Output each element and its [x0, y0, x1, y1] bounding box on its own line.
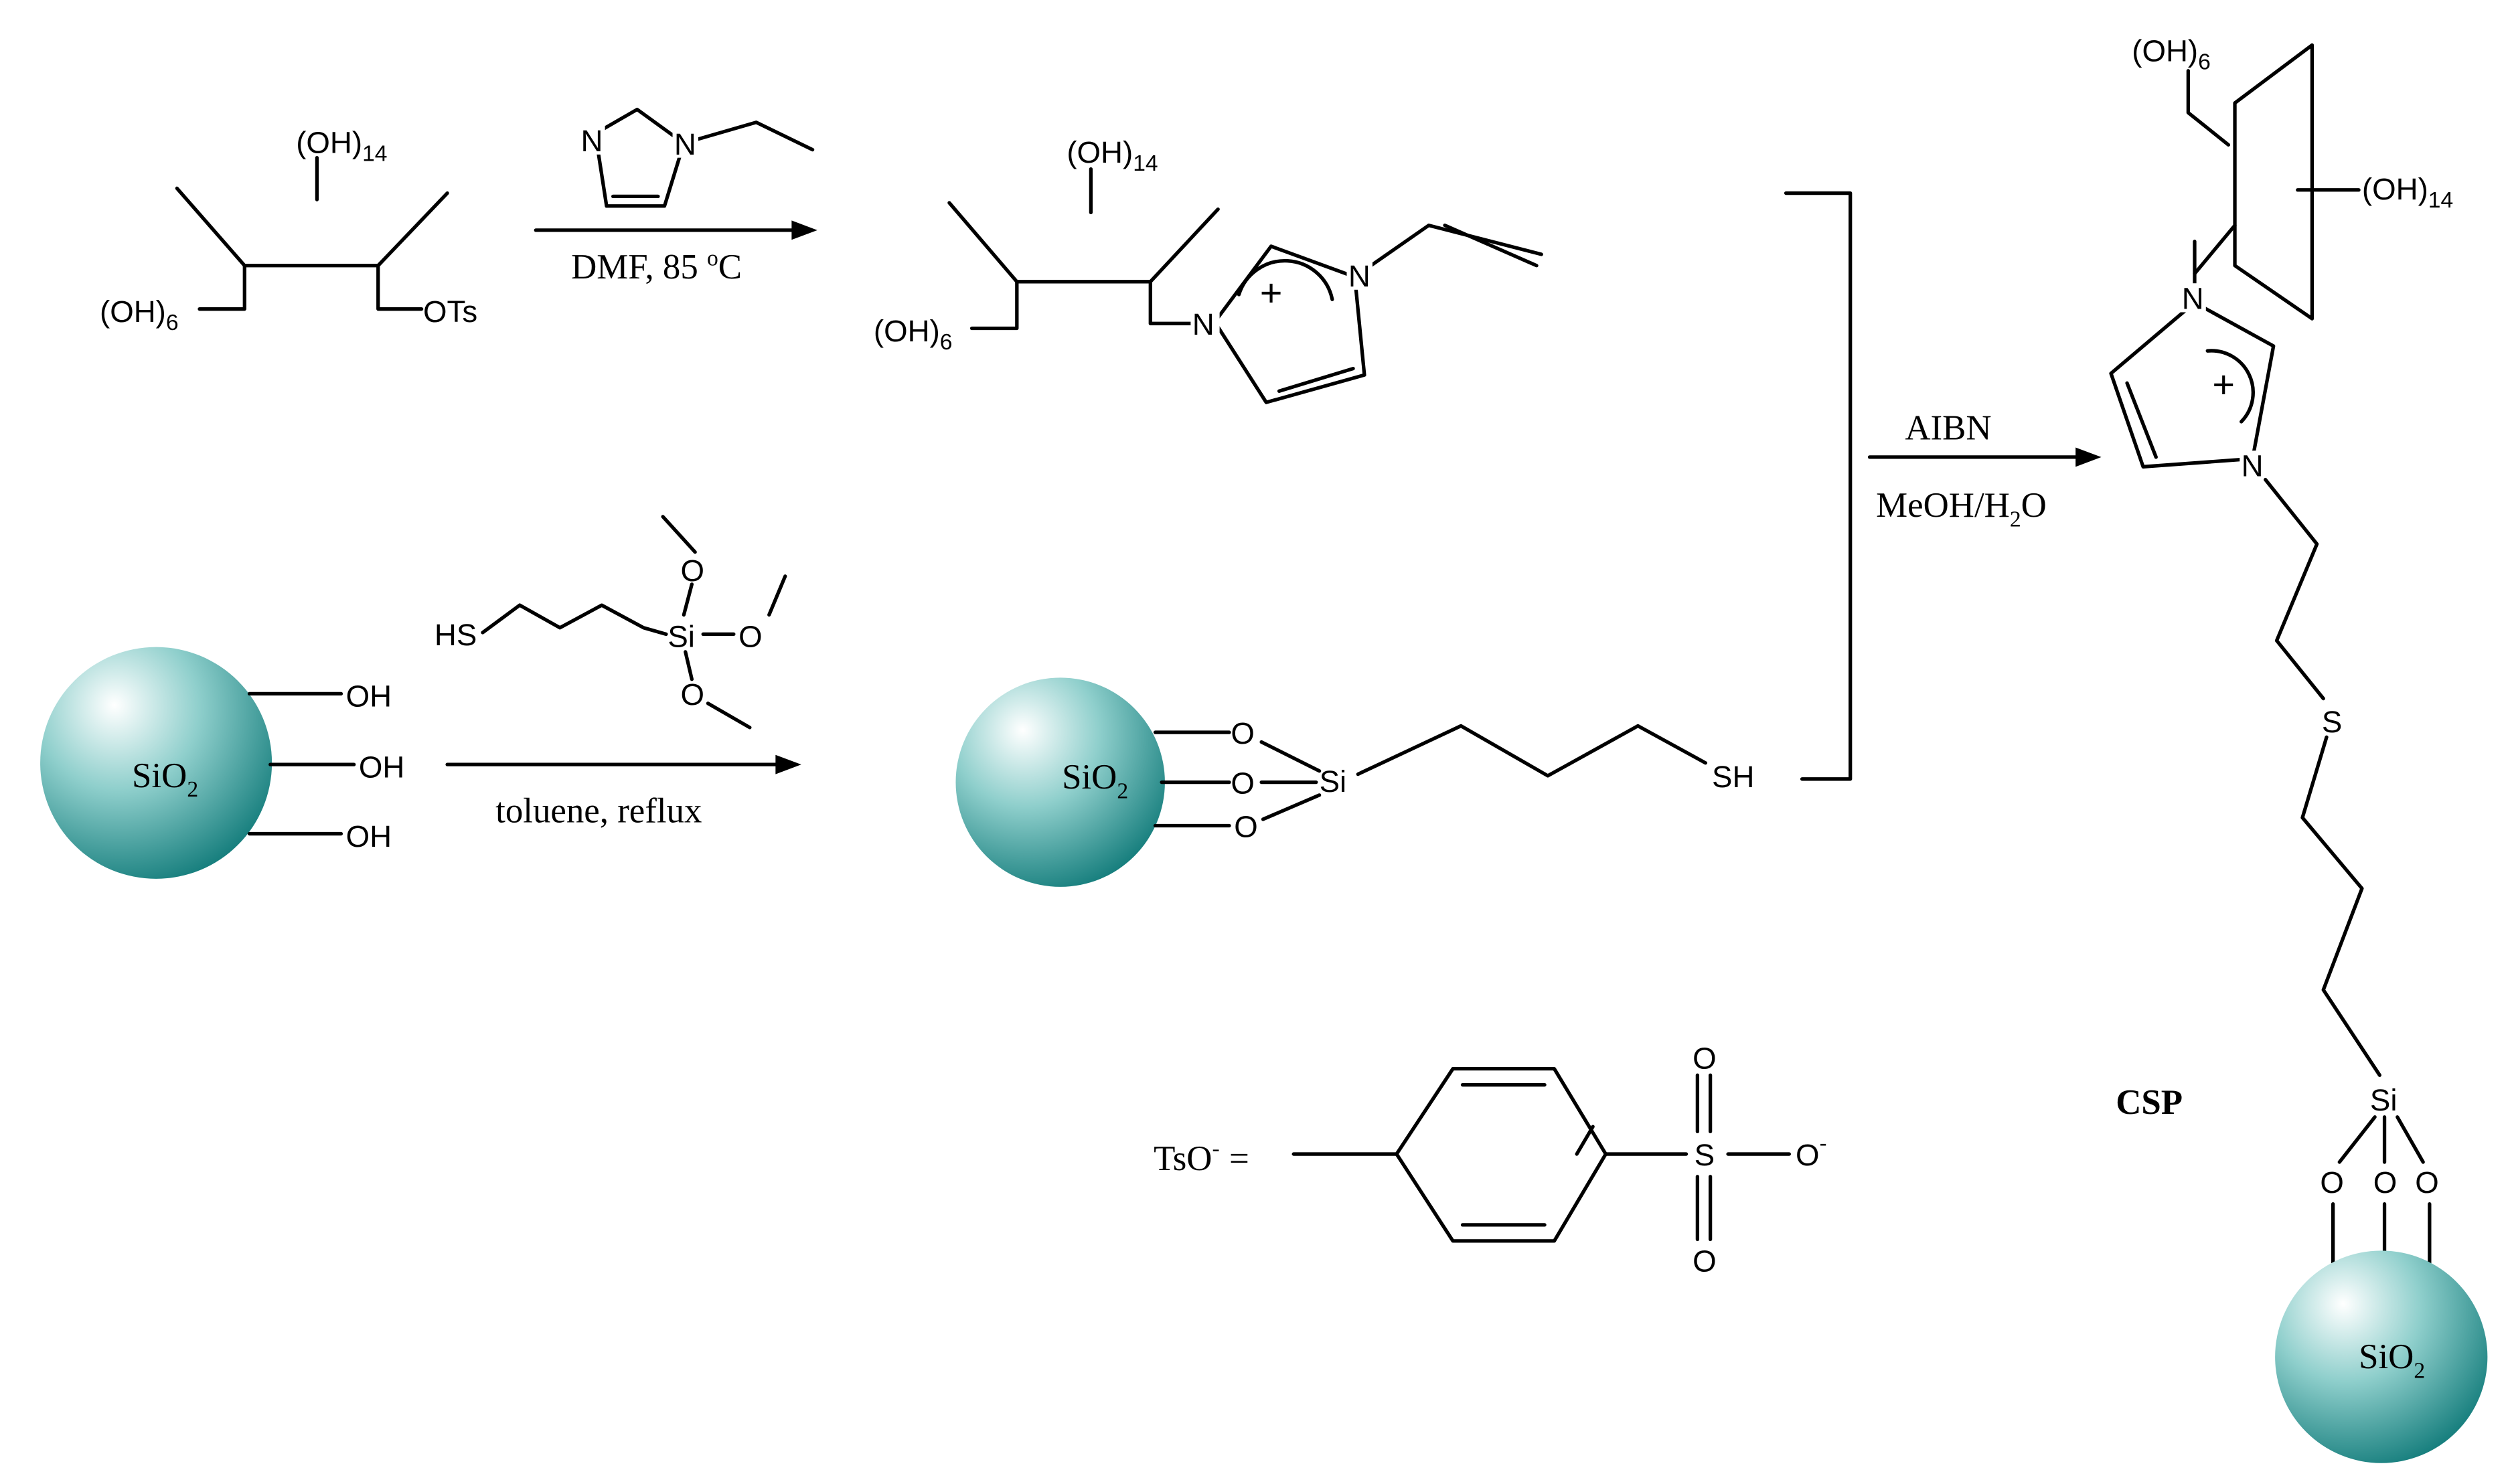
- csp-label: CSP: [2116, 1083, 2183, 1122]
- cyclodextrin-tosylate: (OH)14 (OH)6 OTs: [100, 125, 477, 335]
- imidazolium-cyclodextrin: N N + (OH)14 (OH)6: [874, 135, 1543, 404]
- oh-label: OH: [346, 819, 392, 853]
- n-label: N: [1192, 307, 1214, 341]
- o-label: O: [1693, 1042, 1717, 1076]
- thiol-silica: SiO2 O O O Si SH: [955, 677, 1754, 887]
- sio2-label: SiO2: [132, 756, 198, 802]
- step3: AIBN MeOH/H2O: [1784, 191, 2102, 781]
- o-label: O: [738, 620, 763, 654]
- o-label: O: [1693, 1244, 1717, 1279]
- o-label: O: [1231, 766, 1255, 800]
- silica-particle: [955, 677, 1165, 887]
- s-label: S: [1695, 1138, 1715, 1172]
- step1-conditions: DMF, 85 oC: [571, 246, 742, 286]
- silica-particle: [2275, 1250, 2488, 1463]
- cd-oh6-label: (OH)6: [100, 295, 179, 335]
- n-label: N: [674, 127, 696, 161]
- ots-label: OTs: [423, 295, 477, 329]
- step3-initiator: AIBN: [1905, 408, 1991, 447]
- bare-silica: SiO2 OH OH OH: [40, 647, 404, 879]
- o-label: O: [2320, 1165, 2344, 1200]
- mptms-reagent: HS Si O O O: [435, 515, 787, 730]
- si-label: Si: [1320, 764, 1347, 799]
- positive-charge: +: [2212, 363, 2235, 406]
- o-label: O: [2373, 1165, 2398, 1200]
- n-label: N: [2242, 449, 2264, 483]
- sio2-label: SiO2: [1062, 758, 1128, 803]
- step1: N N DMF, 85 oC: [534, 107, 817, 286]
- arrowhead: [2075, 447, 2102, 467]
- cd-oh14-label: (OH)14: [296, 125, 387, 166]
- si-label: Si: [2370, 1083, 2398, 1117]
- n-label: N: [581, 124, 603, 158]
- arrowhead: [791, 220, 817, 240]
- combine-bracket: [1784, 191, 1853, 781]
- o-minus-label: O-: [1796, 1131, 1827, 1172]
- o-label: O: [2415, 1165, 2439, 1200]
- o-label: O: [681, 677, 705, 712]
- o-label: O: [681, 554, 705, 588]
- cd-oh6-label: (OH)6: [2132, 33, 2211, 74]
- o-label: O: [1231, 716, 1255, 750]
- cd-oh6-label: (OH)6: [874, 314, 953, 355]
- cd-oh14-label: (OH)14: [1067, 135, 1158, 176]
- step3-solvent: MeOH/H2O: [1876, 486, 2047, 531]
- cd-oh14-label: (OH)14: [2362, 172, 2453, 213]
- silica-particle: [40, 647, 272, 879]
- vinylimidazole-reagent: N N: [579, 107, 815, 208]
- oh-label: OH: [359, 750, 404, 784]
- oh-label: OH: [346, 679, 392, 714]
- sh-label: SH: [1712, 760, 1754, 794]
- step2-conditions: toluene, reflux: [495, 792, 702, 831]
- tosylate-legend: TsO-= O S O O-: [1154, 1042, 1827, 1279]
- positive-charge: +: [1260, 272, 1283, 315]
- si-label: Si: [668, 620, 695, 654]
- tso-label: TsO-=: [1154, 1136, 1249, 1178]
- hs-label: HS: [435, 618, 477, 652]
- arrowhead: [775, 754, 801, 774]
- n-label: N: [2182, 282, 2204, 316]
- n-label: N: [1348, 259, 1370, 293]
- o-label: O: [1234, 809, 1258, 843]
- csp-product: (OH)6 (OH)14 N N + S Si O O O SiO2 CSP: [2109, 33, 2488, 1463]
- s-label: S: [2322, 705, 2342, 739]
- sio2-label: SiO2: [2359, 1337, 2425, 1383]
- step2: HS Si O O O toluene, reflux: [435, 515, 801, 831]
